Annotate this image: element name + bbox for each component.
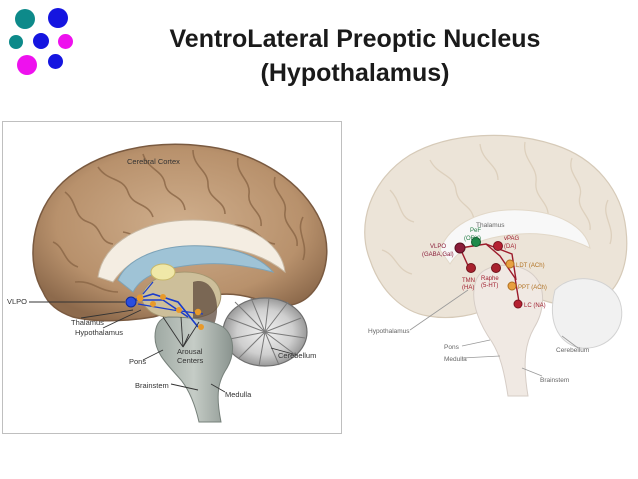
ppt-nucleus	[507, 281, 517, 291]
label-r-medulla: Medulla	[444, 356, 467, 363]
faded-ventricle	[439, 209, 591, 265]
tmn-nucleus	[466, 263, 476, 273]
label-arousal-line1: Arousal	[177, 347, 203, 356]
label-medulla: Medulla	[225, 390, 252, 399]
vlpo-nucleus	[454, 242, 466, 254]
faded-pointer-lines	[409, 289, 579, 377]
pef-nucleus	[471, 237, 481, 247]
label-r-cerebellum: Cerebellum	[556, 347, 589, 354]
slide-title: VentroLateral Preoptic Nucleus (Hypothal…	[110, 22, 600, 90]
thalamus-highlight	[150, 263, 176, 281]
faded-gyri	[381, 141, 612, 275]
blue-dot	[48, 8, 68, 28]
teal-dot	[15, 9, 35, 29]
brain-nuclei-figure: Thalamus VLPO (GABA,Gal) PeF (ORX) vPAG …	[350, 130, 632, 398]
label-cerebral-cortex: Cerebral Cortex	[127, 157, 180, 166]
label-r-thalamus: Thalamus	[476, 222, 505, 229]
faded-cerebellum	[551, 278, 623, 349]
blue-dot	[33, 33, 49, 49]
label-r-ppt: PPT (ACh)	[518, 285, 547, 291]
ldt-nucleus	[505, 259, 515, 269]
label-r-lc: LC (NA)	[524, 303, 546, 309]
brain-sagittal-illustration: Cerebral Cortex VLPO Thalamus Hypothalam…	[7, 143, 328, 423]
teal-dot	[9, 35, 23, 49]
label-r-pef-line2: (ORX)	[464, 236, 481, 242]
label-r-hypothalamus: Hypothalamus	[368, 328, 410, 335]
label-r-pef-line1: PeF	[470, 228, 481, 234]
magenta-dot	[58, 34, 73, 49]
brainstem-shape	[154, 316, 233, 423]
blue-dot	[48, 54, 63, 69]
faded-brainstem	[473, 264, 543, 397]
label-r-raphe-line1: Raphe	[481, 276, 499, 282]
label-vlpo: VLPO	[7, 297, 27, 306]
label-pons: Pons	[129, 357, 146, 366]
label-r-vpag-line2: (DA)	[504, 244, 516, 250]
pointer-lines	[29, 301, 294, 393]
label-r-pons: Pons	[444, 344, 460, 351]
label-r-vlpo-line1: VLPO	[430, 244, 446, 250]
label-cerebellum: Cerebellum	[278, 351, 316, 360]
vlpo-pathways	[125, 281, 204, 330]
cerebellum-folia	[224, 297, 306, 367]
label-thalamus: Thalamus	[71, 318, 104, 327]
label-r-tmn-line2: (HA)	[462, 285, 474, 291]
brain-sagittal-figure: Cerebral Cortex VLPO Thalamus Hypothalam…	[2, 121, 342, 434]
label-brainstem: Brainstem	[135, 381, 169, 390]
label-hypothalamus: Hypothalamus	[75, 328, 123, 337]
label-arousal-line2: Centers	[177, 356, 204, 365]
brain-nuclei-illustration: Thalamus VLPO (GABA,Gal) PeF (ORX) vPAG …	[364, 134, 628, 397]
label-r-vlpo-line2: (GABA,Gal)	[422, 252, 454, 258]
lc-nucleus	[513, 299, 523, 309]
label-r-tmn-line1: TMN	[462, 278, 475, 284]
raphe-nucleus	[491, 263, 501, 273]
vpag-nucleus	[493, 241, 503, 251]
label-r-brainstem: Brainstem	[540, 377, 569, 384]
decorative-dots	[0, 0, 80, 80]
label-r-vpag-line1: vPAG	[504, 236, 520, 242]
label-r-ldt: LDT (ACh)	[516, 263, 545, 269]
title-line-1: VentroLateral Preoptic Nucleus	[169, 25, 541, 53]
title-line-2: (Hypothalamus)	[260, 59, 450, 87]
label-r-raphe-line2: (5-HT)	[481, 283, 498, 289]
magenta-dot	[17, 55, 37, 75]
